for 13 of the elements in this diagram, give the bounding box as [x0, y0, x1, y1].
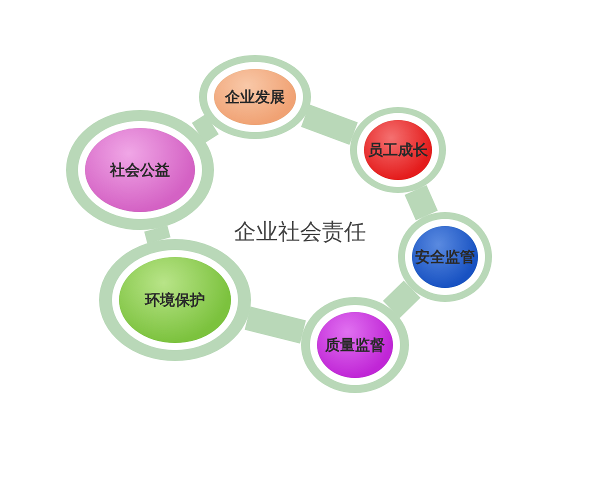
connector-band	[144, 226, 170, 244]
topic-ellipse: 质量监督	[317, 312, 393, 378]
connector-band	[192, 114, 219, 144]
connector-band	[244, 306, 306, 344]
topic-ellipse: 社会公益	[85, 128, 195, 212]
connector-band	[404, 185, 438, 220]
center-title: 企业社会责任	[234, 218, 366, 246]
connector-band	[301, 104, 358, 145]
connector-band	[382, 280, 420, 318]
topic-ellipse: 员工成长	[364, 120, 432, 180]
topic-ellipse: 企业发展	[214, 69, 296, 125]
topic-ellipse: 安全监管	[412, 226, 478, 288]
topic-ellipse: 环境保护	[119, 257, 231, 343]
